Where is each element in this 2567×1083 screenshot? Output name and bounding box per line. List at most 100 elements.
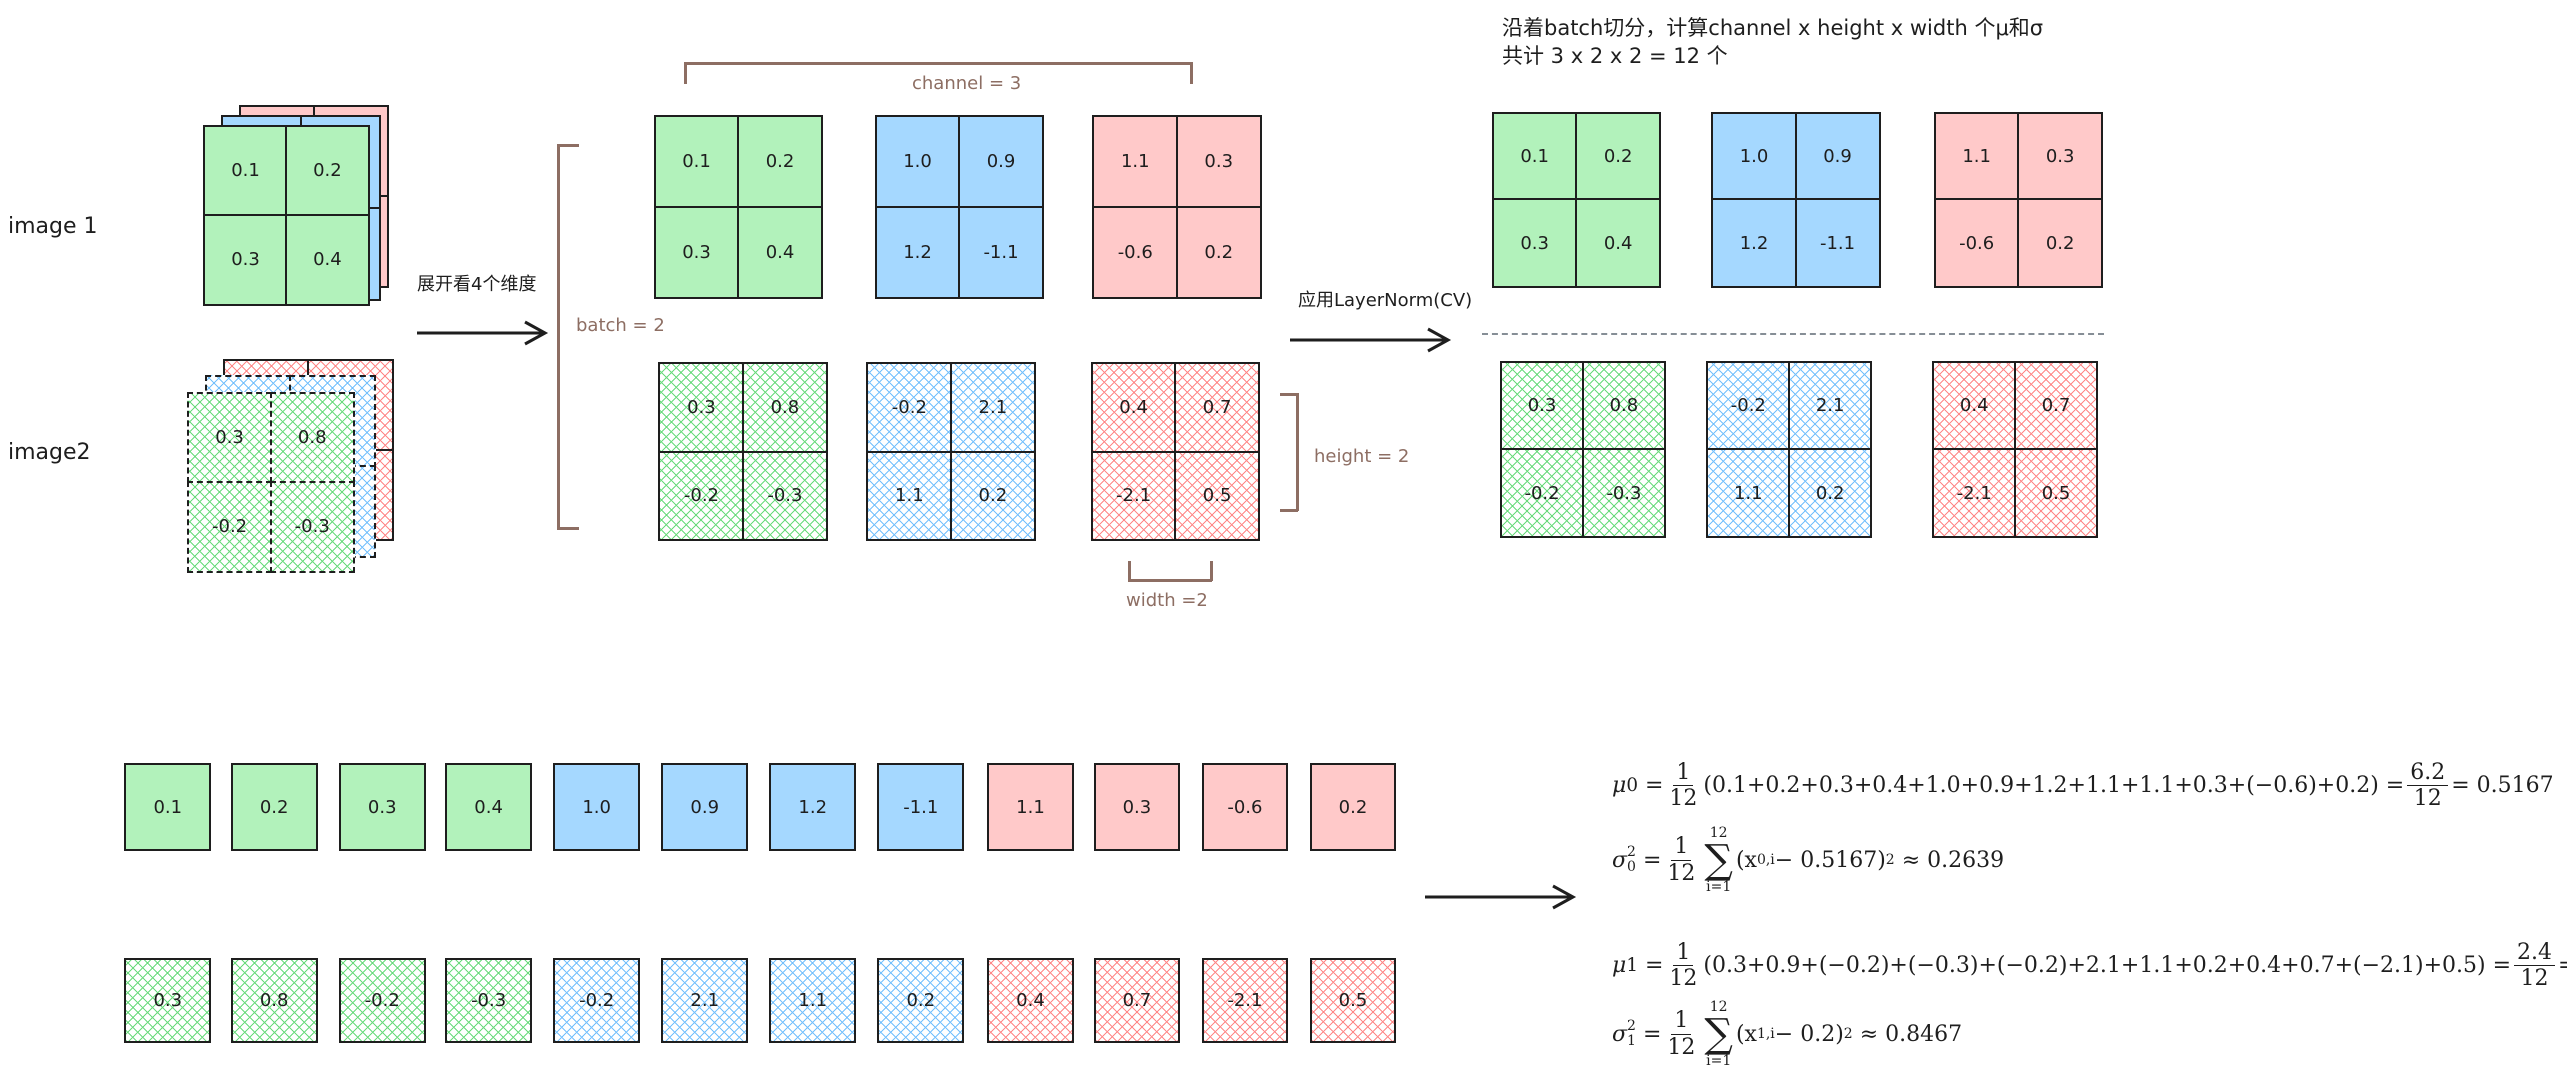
var0-den: 12 bbox=[1667, 860, 1696, 886]
grid-cell: 1.2 bbox=[874, 205, 961, 300]
var0-sum-top: 12 bbox=[1709, 825, 1728, 841]
flattened-batch-1-value: -0.2 bbox=[338, 957, 426, 1043]
mu1-eq: = bbox=[1644, 953, 1664, 979]
grid-cell: 0.3 bbox=[658, 362, 745, 454]
height-bracket-top bbox=[1280, 393, 1298, 396]
grid-cell: 1.1 bbox=[1092, 114, 1179, 209]
flattened-batch-0-value: 0.1 bbox=[124, 762, 212, 852]
var1-sub: 1 bbox=[1627, 1033, 1636, 1049]
batch-label: batch = 2 bbox=[576, 315, 665, 336]
grid-cell: 0.8 bbox=[1581, 360, 1667, 451]
flattened-batch-1-value: -0.2 bbox=[553, 957, 641, 1043]
expand-label: 展开看4个维度 bbox=[417, 274, 537, 295]
var1-body-sub: 1,i bbox=[1756, 1026, 1775, 1042]
mu1-num: 1 bbox=[1673, 940, 1694, 967]
grid-cell: -0.3 bbox=[741, 450, 828, 542]
channel-bracket-left bbox=[684, 62, 687, 84]
var1-num: 1 bbox=[1671, 1008, 1692, 1035]
var0-sup: 2 bbox=[1627, 843, 1636, 860]
batch-bracket-top bbox=[557, 144, 579, 147]
grid-cell: 0.5 bbox=[1174, 450, 1261, 542]
grid-cell: -0.2 bbox=[187, 480, 273, 573]
grid-cell: -0.2 bbox=[866, 362, 953, 454]
grid-cell: 2.1 bbox=[949, 362, 1036, 454]
mu1-rden: 12 bbox=[2520, 966, 2549, 992]
channel-bracket bbox=[684, 62, 1192, 65]
var0-sub: 0 bbox=[1627, 859, 1636, 875]
var0-eq: = bbox=[1642, 847, 1662, 873]
grid-cell: 0.9 bbox=[1794, 111, 1881, 201]
grid-cell: 0.3 bbox=[1491, 198, 1578, 288]
var0-num: 1 bbox=[1671, 834, 1692, 861]
grid-cell: -0.2 bbox=[1706, 360, 1791, 451]
var1-sup: 2 bbox=[1627, 1017, 1636, 1034]
var0-symbol: σ bbox=[1612, 847, 1628, 873]
var1-den: 12 bbox=[1667, 1034, 1696, 1060]
var0-result: ≈ 0.2639 bbox=[1901, 847, 2005, 873]
flattened-batch-1-value: 0.3 bbox=[124, 957, 212, 1043]
grid-cell: 0.3 bbox=[203, 214, 288, 306]
image2-label: image2 bbox=[8, 440, 91, 465]
grid-cell: -0.6 bbox=[1092, 205, 1179, 300]
grid-cell: 1.2 bbox=[1711, 198, 1798, 288]
var1-sum-top: 12 bbox=[1709, 999, 1728, 1015]
width-bracket bbox=[1128, 579, 1212, 582]
grid-cell: 0.2 bbox=[1575, 111, 1662, 201]
grid-cell: -0.3 bbox=[269, 480, 355, 573]
apply-layernorm-label: 应用LayerNorm(CV) bbox=[1298, 290, 1473, 311]
grid-cell: 1.0 bbox=[874, 114, 961, 209]
flattened-batch-1-value: 0.7 bbox=[1093, 957, 1181, 1043]
grid-cell: 0.8 bbox=[269, 391, 355, 484]
grid-cell: 0.2 bbox=[1175, 205, 1262, 300]
grid-cell: 1.1 bbox=[1706, 448, 1791, 539]
var1-body-sup: 2 bbox=[1843, 1026, 1853, 1042]
var1-body: (x bbox=[1735, 1021, 1757, 1047]
grid-cell: 0.1 bbox=[1491, 111, 1578, 201]
var0-body: (x bbox=[1735, 847, 1757, 873]
flattened-batch-0-value: -0.6 bbox=[1201, 762, 1289, 852]
grid-cell: 0.7 bbox=[1174, 362, 1261, 454]
grid-cell: 0.4 bbox=[285, 214, 370, 306]
grid-cell: 2.1 bbox=[1787, 360, 1873, 451]
flattened-batch-0-value: 1.1 bbox=[987, 762, 1074, 852]
grid-cell: 1.1 bbox=[866, 450, 953, 542]
grid-cell: -0.3 bbox=[1581, 448, 1667, 539]
mu0-rnum: 6.2 bbox=[2407, 760, 2449, 787]
grid-cell: 0.8 bbox=[741, 362, 828, 454]
height-bracket-bottom bbox=[1280, 509, 1298, 512]
mu0-result: = 0.5167 bbox=[2451, 773, 2554, 799]
var1-sum-bot: i=1 bbox=[1706, 1053, 1732, 1069]
flattened-batch-1-value: 0.5 bbox=[1309, 957, 1397, 1043]
mu0-symbol: μ bbox=[1612, 773, 1627, 799]
var0-body-sub: 0,i bbox=[1756, 852, 1775, 868]
width-bracket-left bbox=[1128, 561, 1131, 581]
grid-cell: 0.3 bbox=[1175, 114, 1262, 209]
grid-cell: -1.1 bbox=[958, 205, 1044, 300]
var1-result: ≈ 0.8467 bbox=[1859, 1021, 1963, 1047]
grid-cell: -2.1 bbox=[1090, 450, 1177, 542]
arrow-compute-icon bbox=[1425, 884, 1577, 910]
flattened-batch-1-value: 0.4 bbox=[987, 957, 1074, 1043]
sigma-sum-icon: ∑ bbox=[1704, 837, 1733, 883]
note-line-1: 沿着batch切分，计算channel x height x width 个μ和… bbox=[1502, 16, 2044, 40]
flattened-batch-1-value: -0.3 bbox=[445, 957, 532, 1043]
grid-cell: 0.4 bbox=[1090, 362, 1177, 454]
var1-eq: = bbox=[1642, 1021, 1662, 1047]
mu0-num: 1 bbox=[1673, 760, 1694, 787]
grid-cell: 1.0 bbox=[1711, 111, 1798, 201]
